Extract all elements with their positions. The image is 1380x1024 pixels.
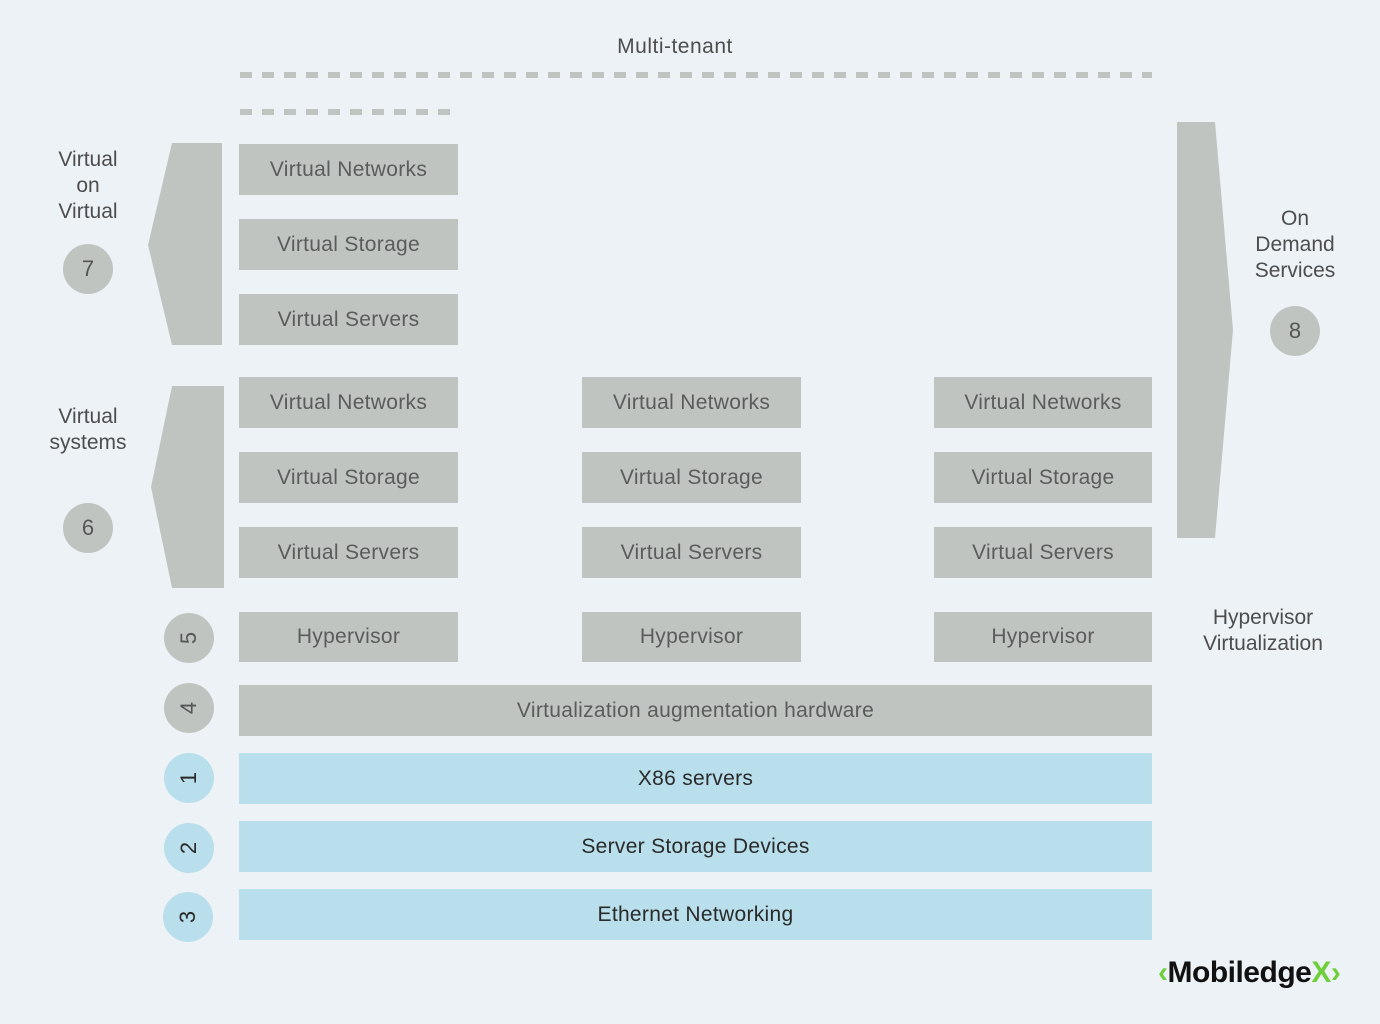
badge-4: 4 <box>164 683 214 733</box>
vov-virtual-storage: Virtual Storage <box>239 219 458 270</box>
col2-virtual-servers: Virtual Servers <box>582 527 801 578</box>
logo-left-chevron: ‹ <box>1158 956 1168 989</box>
badge-6: 6 <box>63 503 113 553</box>
col2-hypervisor: Hypervisor <box>582 612 801 662</box>
badge-4-text: 4 <box>176 701 201 715</box>
virtual-on-virtual-label: Virtual on Virtual <box>58 148 118 223</box>
badge-2-text: 2 <box>176 841 201 855</box>
server-storage-devices-layer: Server Storage Devices <box>239 821 1152 872</box>
on-demand-services-label: On Demand Services <box>1254 207 1336 282</box>
badge-6-text: 6 <box>81 515 95 540</box>
virtual-on-virtual-bracket <box>148 143 222 345</box>
col3-hypervisor: Hypervisor <box>934 612 1152 662</box>
badge-1-text: 1 <box>176 771 201 785</box>
vov-virtual-servers: Virtual Servers <box>239 294 458 345</box>
mobiledgex-logo: ‹MobiledgeX› <box>1158 956 1341 990</box>
logo-x-mark: X› <box>1311 956 1341 989</box>
badge-5: 5 <box>164 613 214 663</box>
virtual-systems-label: Virtual systems <box>49 405 127 454</box>
badge-5-text: 5 <box>176 631 201 645</box>
col3-virtual-servers: Virtual Servers <box>934 527 1152 578</box>
multi-tenant-text: Multi-tenant <box>617 35 733 58</box>
logo-wordmark: Mobiledge <box>1167 956 1312 989</box>
badge-7: 7 <box>63 244 113 294</box>
badge-8: 8 <box>1270 306 1320 356</box>
ethernet-networking-layer: Ethernet Networking <box>239 889 1152 940</box>
col1-virtual-networks: Virtual Networks <box>239 377 458 428</box>
virtual-systems-bracket <box>151 386 224 588</box>
on-demand-arrow <box>1177 122 1233 538</box>
vov-virtual-networks: Virtual Networks <box>239 144 458 195</box>
col2-virtual-networks: Virtual Networks <box>582 377 801 428</box>
col1-virtual-storage: Virtual Storage <box>239 452 458 503</box>
tenant-dashed-line <box>240 109 458 115</box>
virtualization-augmentation-layer: Virtualization augmentation hardware <box>239 685 1152 736</box>
multi-tenant-dashed-line <box>240 72 1152 78</box>
col2-virtual-storage: Virtual Storage <box>582 452 801 503</box>
hypervisor-virtualization-label: Hypervisor Virtualization <box>1203 606 1323 655</box>
badge-3-text: 3 <box>175 910 200 924</box>
badge-7-text: 7 <box>81 256 95 281</box>
badge-2: 2 <box>164 823 214 873</box>
col1-virtual-servers: Virtual Servers <box>239 527 458 578</box>
col3-virtual-storage: Virtual Storage <box>934 452 1152 503</box>
col1-hypervisor: Hypervisor <box>239 612 458 662</box>
x86-servers-layer: X86 servers <box>239 753 1152 804</box>
col3-virtual-networks: Virtual Networks <box>934 377 1152 428</box>
multi-tenant-label: Multi-tenant <box>0 35 1380 59</box>
badge-8-text: 8 <box>1288 318 1302 343</box>
badge-3: 3 <box>163 892 213 942</box>
badge-1: 1 <box>164 753 214 803</box>
